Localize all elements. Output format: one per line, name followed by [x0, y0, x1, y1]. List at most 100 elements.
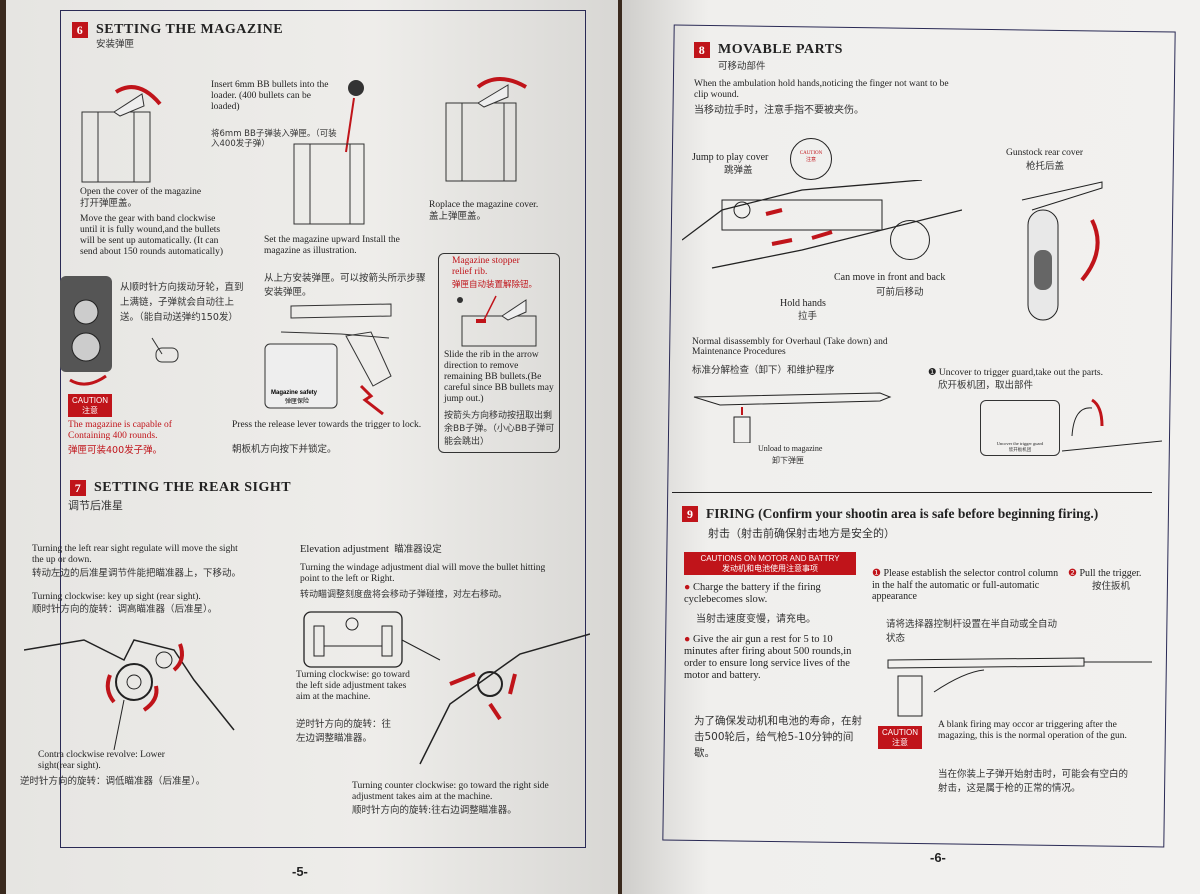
uncover-text-zh: 欣开板机团，取出部件: [938, 380, 1034, 391]
step-text: Please establish the selector control co…: [872, 568, 1059, 602]
move-label-zh: 可前后移动: [876, 287, 924, 298]
rear-sight-text: Turning the left rear sight regulate wil…: [32, 544, 238, 565]
trigger-guard-inset: Uncover the trigger guard 欣开板机团: [980, 400, 1060, 456]
windage-text-zh: 转动瞄调整刻度盘将会移动子弹碰撞，对左右移动。: [300, 590, 508, 600]
stopper-text-zh: 弹匣自动装置解除钮。: [452, 280, 538, 290]
bullet-2-zh: 为了确保发动机和电池的寿命，在射击500轮后，给气枪5-10分钟的间歇。: [694, 715, 862, 759]
set-text: Set the magazine upward Install the maga…: [264, 235, 400, 256]
blank-firing-text: A blank firing may occor ar triggering a…: [938, 720, 1127, 741]
open-text: Open the cover of the magazine: [80, 187, 202, 197]
rear-sight-text-zh: 转动左边的后准星调节件能把瞄准器上，下移动。: [32, 568, 242, 579]
gunstock-label: Gunstock rear cover: [1006, 148, 1084, 158]
section-title: SETTING THE REAR SIGHT: [94, 480, 292, 495]
firing-step-2: ❷ Pull the trigger.: [1068, 568, 1142, 579]
bullet-text: Charge the battery if the firing cyclebe…: [684, 582, 821, 606]
caution-label-zh: 注意: [82, 405, 98, 415]
uncover-label: Uncover to trigger guard,take out the pa…: [938, 368, 1103, 378]
unload-label: Unload to magazine: [758, 444, 823, 453]
warning-text: When the ambulation hold hands,noticing …: [694, 79, 949, 100]
windage-clockwise-text: Turning clockwise: go toward the left si…: [296, 670, 410, 702]
stopper-box: [438, 253, 560, 453]
section-title: SETTING THE MAGAZINE: [96, 22, 284, 37]
uncover-text: ❶ Uncover to trigger guard,take out the …: [928, 368, 1103, 378]
section-number: 9: [682, 506, 698, 522]
press-text: Press the release lever towards the trig…: [232, 420, 422, 430]
counter-clockwise-text-zh: 逆时针方向的旋转：调低瞄准器（后准星）。: [20, 776, 206, 787]
hold-hands-label-zh: 拉手: [798, 311, 818, 322]
firing-step-1: ❶ Please establish the selector control …: [872, 568, 1059, 602]
capacity-text-zh: 弹匣可装400发子弹。: [68, 445, 163, 456]
magazine-safety-label: Magazine safety: [271, 390, 318, 396]
bullet-1-zh: 当射击速度变慢，请充电。: [696, 614, 816, 625]
bullet-2: ● Give the air gun a rest for 5 to 10 mi…: [684, 634, 852, 682]
disassembly-text-zh: 标准分解检查（卸下）和维护程序: [692, 365, 835, 376]
warning-text-zh: 当移动拉手时，注意手指不要被夹伤。: [694, 105, 864, 116]
trigger-guard-illustration: [1062, 398, 1162, 452]
move-label: Can move in front and back: [834, 272, 946, 283]
cautions-title: CAUTIONS ON MOTOR AND BATTRY: [700, 554, 840, 563]
section-divider: [672, 492, 1152, 493]
firing-step-1-zh: 请将选择器控制杆设置在半自动或全自动状态: [886, 619, 1058, 645]
section-number: 7: [70, 480, 86, 496]
set-text-zh: 从上方安装弹匣。可以按箭头所示步骤安装弹匣。: [264, 273, 426, 299]
gear-text-zh: 从顺时针方向拨动牙轮，直到上满链，子弹就会自动往上送。（能自动送弹约150发）: [120, 282, 244, 324]
caution-circle: [890, 220, 930, 260]
insert-text-zh: 将6mm BB子弹装入弹匣。（可装入400发子弹）: [211, 129, 337, 149]
elevation-heading: Elevation adjustment 瞄准器设定: [300, 544, 442, 556]
slide-text: Slide the rib in the arrow direction to …: [444, 350, 554, 404]
inset-label: Uncover the trigger guard: [996, 441, 1044, 446]
hold-hands-label: Hold hands: [780, 298, 826, 309]
stopper-illustration: [457, 295, 537, 347]
gear-bullets-illustration: [60, 276, 112, 386]
replace-text-zh: 盖上弹匣盖。: [429, 211, 487, 222]
unload-label-zh: 卸下弹匣: [772, 456, 804, 465]
gear-text: Move the gear with band clockwise until …: [80, 214, 223, 257]
firing-step-2-zh: 按住扳机: [1092, 581, 1131, 592]
replace-text: Roplace the magazine cover.: [429, 200, 539, 210]
caution-label-zh: 注意: [892, 737, 908, 747]
magazine-close-illustration: [445, 77, 527, 182]
magazine-safety-label-zh: 弹匣保险: [285, 397, 309, 405]
stopper-text: Magazine stopper relief rib.: [452, 256, 520, 277]
rifle-action-illustration: [682, 180, 962, 269]
press-text-zh: 朝板机方向按下并锁定。: [232, 444, 337, 455]
winding-key-icon: [151, 337, 179, 363]
page-frame: [60, 10, 586, 848]
caution-label: CAUTION: [799, 151, 823, 156]
caution-label-zh: 注意: [805, 157, 816, 163]
bullet-text: Give the air gun a rest for 5 to 10 minu…: [684, 634, 852, 682]
magazine-open-illustration: [81, 85, 162, 183]
page-number: -6-: [930, 850, 946, 865]
windage-counter-text-zh: 顺时针方向的旋转:往右边调整瞄准器。: [352, 805, 517, 816]
section-title: FIRING (Confirm your shootin area is saf…: [706, 506, 1099, 521]
section-title-zh: 可移动部件: [718, 61, 766, 72]
section-title-zh: 安装弹匣: [96, 39, 135, 50]
rifle-firing-illustration: [887, 657, 1152, 717]
unload-magazine-illustration: [693, 392, 892, 443]
clockwise-text-zh: 顺时针方向的旋转：调高瞄准器（后准星）。: [32, 604, 218, 615]
disassembly-text: Normal disassembly for Overhaul (Take do…: [692, 337, 888, 357]
caution-label: CAUTION: [72, 396, 108, 405]
section-7-heading: 7 SETTING THE REAR SIGHT: [70, 480, 291, 496]
windage-illustration: [303, 611, 590, 765]
counter-clockwise-text: Contra clockwise revolve: Lower sight(re…: [38, 750, 165, 771]
page-number: -5-: [292, 864, 308, 879]
section-title-zh: 调节后准星: [68, 499, 123, 512]
windage-text: Turning the windage adjustment dial will…: [300, 563, 546, 584]
rear-sight-illustration: [24, 639, 235, 750]
section-title: MOVABLE PARTS: [718, 42, 843, 57]
gunstock-illustration: [1021, 181, 1103, 321]
slide-text-zh: 按箭头方向移动按扭取出剩余BB子弹。（小心BB子弹可能会跳出）: [444, 411, 555, 448]
windage-clockwise-text-zh: 逆时针方向的旋转：往左边调整瞄准器。: [296, 719, 392, 745]
elevation-label: Elevation adjustment: [300, 544, 389, 555]
elevation-label-zh: 瞄准器设定: [394, 544, 442, 555]
inset-label-zh: 欣开板机团: [1008, 448, 1032, 453]
section-title-zh: 射击（射击前确保射击地方是安全的）: [708, 527, 895, 540]
